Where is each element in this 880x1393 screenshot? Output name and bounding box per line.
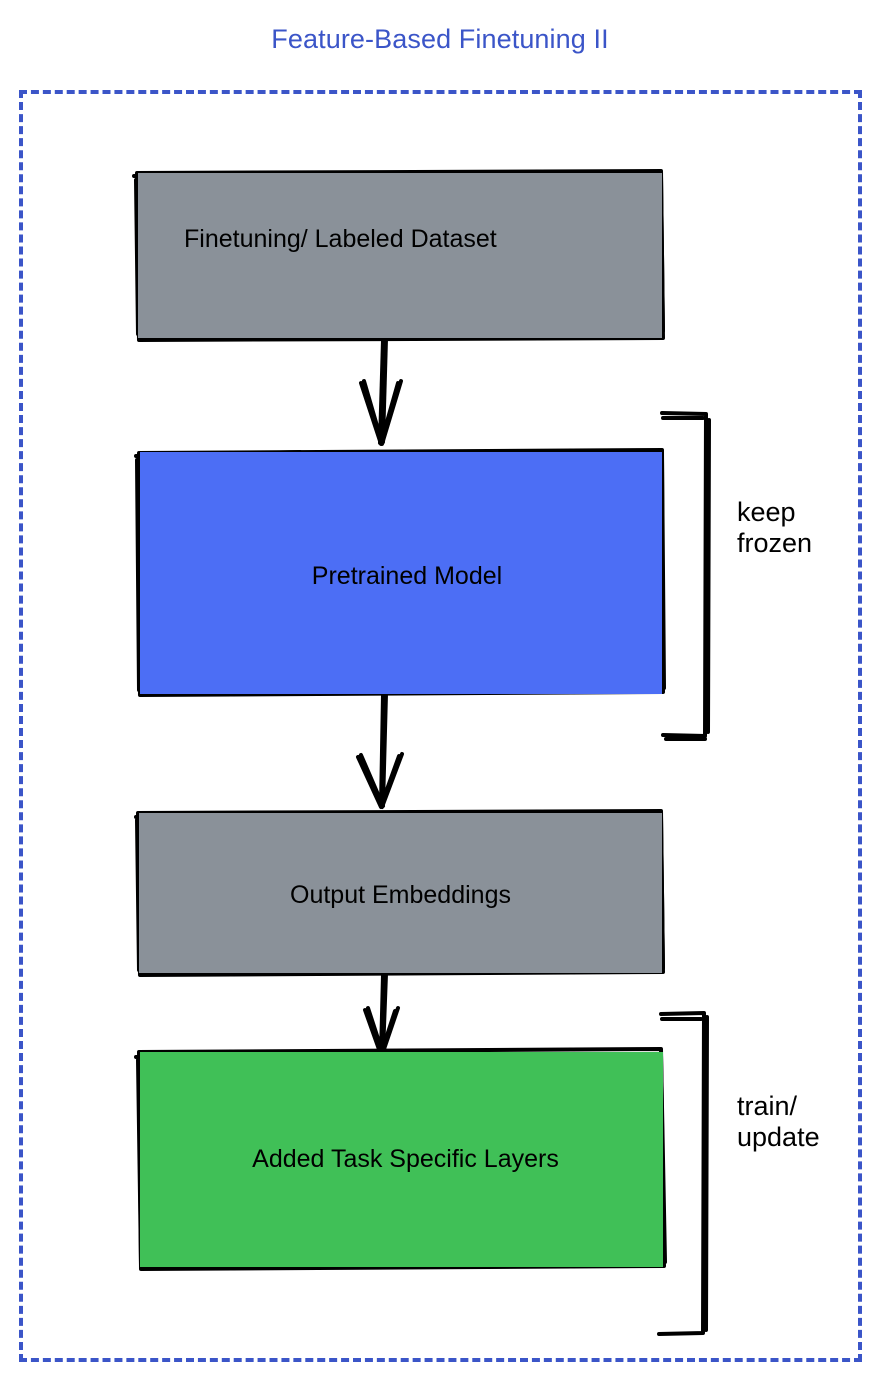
diagram-frame	[19, 90, 862, 1362]
annotation-keep-frozen: keep frozen	[737, 497, 813, 559]
node-fill-output-embeddings	[139, 813, 662, 973]
node-pretrained-model[interactable]: Pretrained Model	[140, 452, 662, 694]
node-fill-pretrained-model	[140, 452, 662, 694]
page-title: Feature-Based Finetuning II	[271, 24, 609, 54]
node-added-task-specific-layers[interactable]: Added Task Specific Layers	[140, 1052, 663, 1267]
node-fill-finetuning-dataset	[138, 173, 662, 338]
node-finetuning-dataset[interactable]: Finetuning/ Labeled Dataset	[138, 173, 662, 338]
annotation-train-update: train/ update	[737, 1091, 820, 1153]
node-fill-added-task-specific-layers	[140, 1052, 663, 1267]
node-output-embeddings[interactable]: Output Embeddings	[139, 813, 662, 973]
